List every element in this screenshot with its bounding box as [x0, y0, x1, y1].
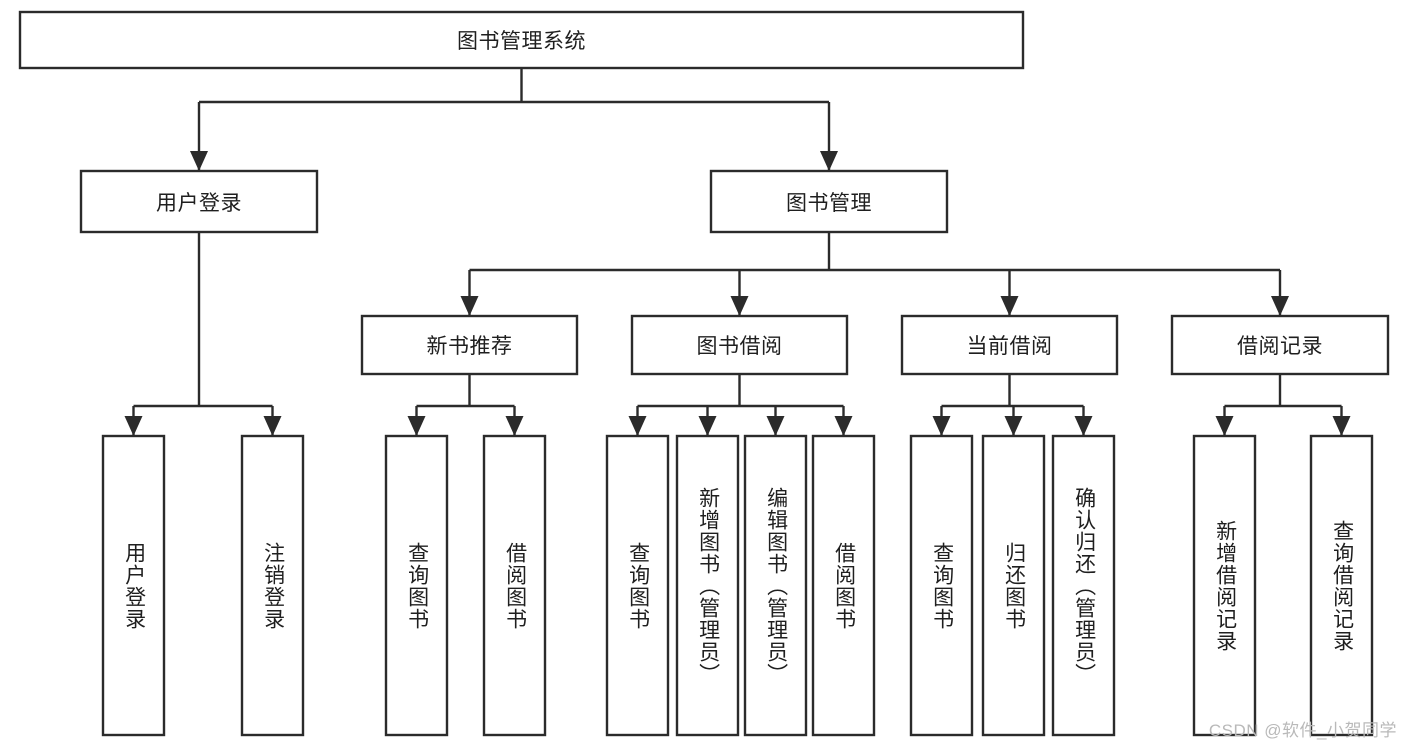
book-borrow-arrow-0: [628, 416, 647, 436]
book-borrow-arrow-2: [766, 416, 785, 436]
current-borrow-arrow-2: [1074, 416, 1093, 436]
node-box-borrow-record[interactable]: [1170, 314, 1390, 376]
node-box-borrow-book-2[interactable]: [811, 434, 876, 737]
node-box-user-login-leaf[interactable]: [101, 434, 166, 737]
book-manage-arrow-1: [730, 296, 749, 316]
node-box-user-login[interactable]: [79, 169, 319, 234]
node-box-query-book-2[interactable]: [605, 434, 670, 737]
book-borrow-arrow-1: [698, 416, 717, 436]
user-login-arrow-1: [263, 416, 282, 436]
borrow-record-arrow-1: [1332, 416, 1351, 436]
node-box-query-book-1[interactable]: [384, 434, 449, 737]
node-box-book-borrow[interactable]: [630, 314, 849, 376]
book-borrow-arrow-3: [834, 416, 853, 436]
root-arrow-0: [190, 151, 208, 171]
node-box-query-borrow-record[interactable]: [1309, 434, 1374, 737]
current-borrow-arrow-0: [932, 416, 951, 436]
node-box-root[interactable]: [18, 10, 1025, 70]
node-box-add-book-admin[interactable]: [675, 434, 740, 737]
node-box-add-borrow-record[interactable]: [1192, 434, 1257, 737]
connector-layer: [124, 68, 1351, 436]
node-box-confirm-return-admin[interactable]: [1051, 434, 1116, 737]
node-box-query-book-3[interactable]: [909, 434, 974, 737]
node-box-edit-book-admin[interactable]: [743, 434, 808, 737]
borrow-record-arrow-0: [1215, 416, 1234, 436]
node-box-book-manage[interactable]: [709, 169, 949, 234]
book-manage-arrow-2: [1000, 296, 1019, 316]
new-book-recommend-arrow-0: [407, 416, 426, 436]
user-login-arrow-0: [124, 416, 143, 436]
node-box-return-book[interactable]: [981, 434, 1046, 737]
root-arrow-1: [820, 151, 838, 171]
node-box-user-logout-leaf[interactable]: [240, 434, 305, 737]
node-box-current-borrow[interactable]: [900, 314, 1119, 376]
node-box-borrow-book-1[interactable]: [482, 434, 547, 737]
new-book-recommend-arrow-1: [505, 416, 524, 436]
node-box-new-book-recommend[interactable]: [360, 314, 579, 376]
book-manage-arrow-3: [1271, 296, 1289, 316]
csdn-watermark: CSDN @软件_小贺同学: [1208, 721, 1397, 740]
book-manage-arrow-0: [460, 296, 479, 316]
current-borrow-arrow-1: [1004, 416, 1023, 436]
box-layer: [18, 10, 1390, 737]
